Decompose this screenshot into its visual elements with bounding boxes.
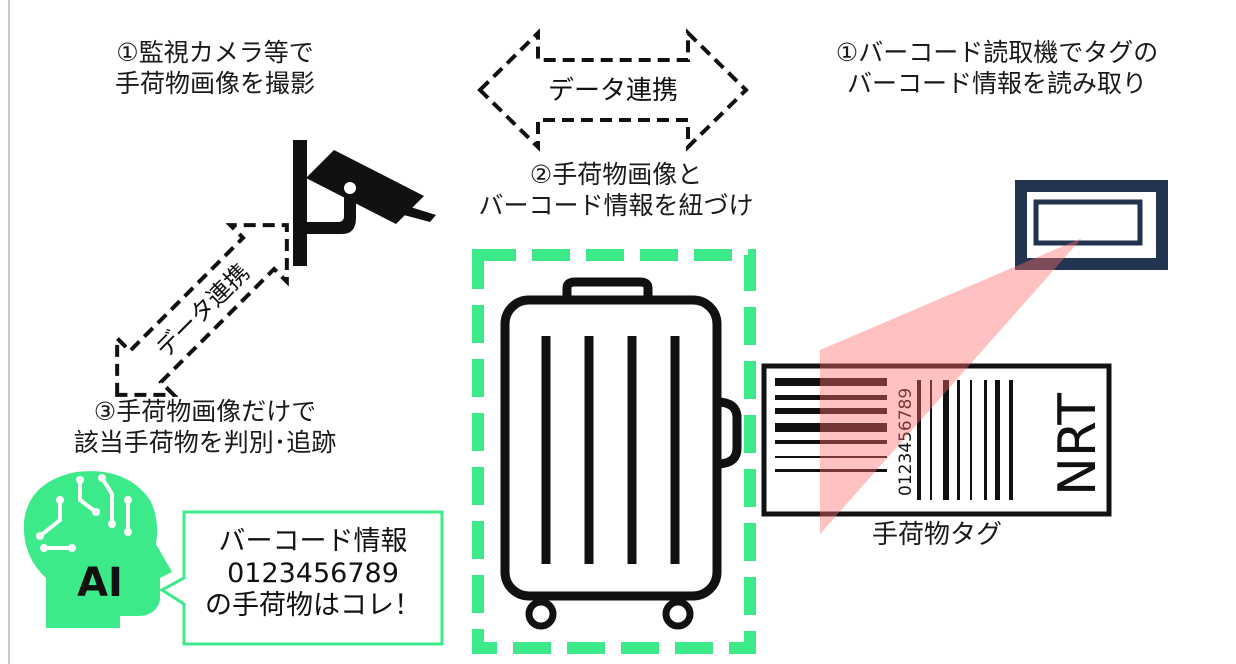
barcode-bars-right [917, 380, 1013, 500]
barcode-bar [995, 380, 1000, 500]
data-link-label-diagonal: データ連携 [150, 258, 255, 363]
barcode-bar [775, 469, 887, 472]
data-link-label-horizontal: データ連携 [548, 76, 678, 106]
link-caption-line2: バーコード情報を紐づけ [478, 190, 754, 220]
suitcase-icon [500, 277, 742, 630]
ai-caption-line1: ③手荷物画像だけで [93, 397, 317, 426]
barcode-bar [775, 440, 887, 444]
data-link-arrow-diagonal: データ連携 [115, 223, 289, 397]
ai-head-icon: AI [23, 471, 172, 628]
camera-caption-line2: 手荷物画像を撮影 [114, 68, 315, 98]
barcode-bar [775, 408, 887, 414]
reader-caption: ①バーコード読取機でタグの バーコード情報を読み取り [792, 38, 1202, 99]
ai-speech-bubble [159, 510, 444, 646]
camera-caption: ①監視カメラ等で 手荷物画像を撮影 [80, 38, 350, 99]
barcode-bars-left [775, 378, 887, 472]
baggage-highlight-box [472, 249, 756, 654]
reader-caption-line1: ①バーコード読取機でタグの [835, 38, 1159, 67]
barcode-bar [943, 380, 949, 500]
tag-barcode-number: 0123456789 [896, 388, 916, 496]
barcode-bar [775, 378, 887, 386]
barcode-bar [970, 380, 972, 500]
ai-caption: ③手荷物画像だけで 該当手荷物を判別･追跡 [40, 397, 370, 458]
barcode-bar [917, 380, 921, 500]
tag-airport-code: NRT [1048, 393, 1108, 496]
link-caption-line1: ②手荷物画像と [529, 160, 703, 189]
surveillance-camera-icon [293, 140, 436, 266]
baggage-tag: 0123456789 NRT [761, 363, 1112, 517]
barcode-bar [775, 423, 887, 432]
camera-caption-line1: ①監視カメラ等で [116, 38, 314, 67]
link-caption: ②手荷物画像と バーコード情報を紐づけ [440, 160, 792, 221]
barcode-bar [957, 380, 960, 500]
ai-caption-line2: 該当手荷物を判別･追跡 [73, 427, 337, 457]
barcode-bar [775, 456, 887, 458]
tag-caption: 手荷物タグ [872, 520, 1003, 550]
reader-caption-line2: バーコード情報を読み取り [846, 68, 1147, 98]
left-frame-border [8, 0, 10, 664]
barcode-bar [984, 380, 987, 500]
barcode-reader-icon [1015, 180, 1168, 270]
barcode-bar [1009, 380, 1013, 500]
ai-bubble-line1: バーコード情報 [218, 526, 408, 557]
ai-bubble-line3: の手荷物はコレ！ [205, 589, 421, 621]
data-link-arrow-horizontal [477, 28, 749, 152]
barcode-bar [775, 395, 887, 400]
barcode-bar [930, 380, 932, 500]
ai-bubble-line2: 0123456789 [227, 557, 399, 589]
ai-bubble-text: バーコード情報 0123456789 の手荷物はコレ！ [186, 526, 440, 622]
ai-head-label: AI [77, 560, 123, 606]
scan-beam [820, 238, 1082, 534]
